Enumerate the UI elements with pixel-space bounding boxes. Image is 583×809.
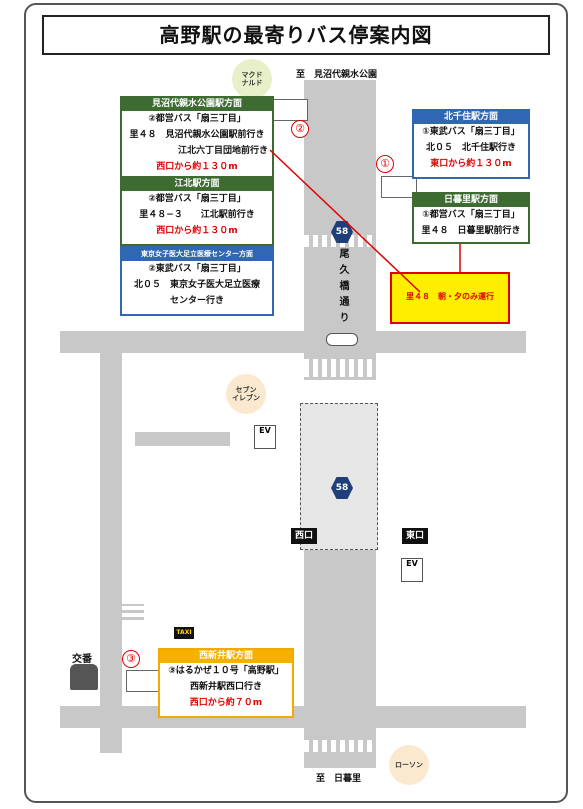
nishiarai-direction-panel: 西新井駅方面 ③はるかぜ１０号「高野駅」 西新井駅西口行き 西口から約７０m: [158, 648, 294, 718]
nippori-direction-panel: 日暮里駅方面 ①都営バス「扇三丁目」 里４８ 日暮里駅前行き: [412, 192, 530, 244]
panel-header: 北千住駅方面: [414, 111, 528, 124]
north-direction-label: 至 見沼代親水公園: [296, 70, 378, 80]
seven-eleven-landmark: セブン イレブン: [226, 374, 266, 414]
route-58-badge-station: 58: [331, 477, 353, 499]
panel-line: センター行き: [169, 296, 224, 306]
panel-line: 江北六丁目団地前行き: [177, 146, 268, 156]
panel-line: 里４８ 見沼代親水公園駅前行き: [129, 130, 265, 140]
traffic-light-icon: [326, 333, 358, 346]
station-block: [300, 403, 378, 550]
crosswalk-north: [304, 359, 376, 377]
elevator-east-label: EV: [406, 559, 418, 568]
panel-line: ①東武バス「扇三丁目」: [422, 127, 520, 137]
station-bridge: [135, 432, 230, 446]
panel-distance: 西口から約７０m: [189, 698, 263, 708]
panel-line: ②都営バス「扇三丁目」: [148, 114, 246, 124]
west-exit-label: 西口: [291, 528, 317, 544]
main-road-south: [304, 548, 376, 768]
elevator-east-icon: EV: [401, 558, 423, 582]
street-name-label: 尾久橋通り: [337, 248, 348, 328]
crosswalk-left: [122, 604, 144, 624]
panel-header: 日暮里駅方面: [414, 194, 528, 207]
east-exit-label: 東口: [402, 528, 428, 544]
kohoku-direction-panel: 江北駅方面 ②都営バス「扇三丁目」 里４８−３ 江北駅前行き 西口から約１３０m: [120, 176, 274, 246]
panel-line: 里４８ 日暮里駅前行き: [421, 226, 521, 236]
joshi-idai-direction-panel: 東京女子医大足立医療センター方面 ②東武バス「扇三丁目」 北０５ 東京女子医大足…: [120, 246, 274, 316]
lawson-landmark: ローソン: [389, 745, 429, 785]
panel-line: ②東武バス「扇三丁目」: [148, 264, 246, 274]
route-58-badge: 58: [331, 221, 353, 243]
police-box-label: 交番: [72, 654, 92, 665]
panel-header: 東京女子医大足立医療センター方面: [122, 248, 272, 261]
bus-stop-1-number: ①: [376, 155, 394, 173]
page-title: 高野駅の最寄りバス停案内図: [42, 15, 550, 55]
minumadai-direction-panel: 見沼代親水公園駅方面 ②都営バス「扇三丁目」 里４８ 見沼代親水公園駅前行き 江…: [120, 96, 274, 178]
panel-header: 西新井駅方面: [160, 650, 292, 663]
panel-line: 北０５ 北千住駅行き: [425, 143, 516, 153]
police-officer-icon: [70, 664, 98, 690]
kitasenju-direction-panel: 北千住駅方面 ①東武バス「扇三丁目」 北０５ 北千住駅行き 東口から約１３０m: [412, 109, 530, 179]
bus-stop-1-icon: [381, 176, 417, 198]
mcdonalds-landmark: マクド ナルド: [232, 59, 272, 99]
schedule-note: 里４８ 朝・夕のみ運行: [390, 272, 510, 324]
panel-line: ①都営バス「扇三丁目」: [422, 210, 520, 220]
crosswalk-south: [304, 740, 376, 752]
panel-line: ③はるかぜ１０号「高野駅」: [168, 666, 284, 676]
panel-distance: 西口から約１３０m: [156, 162, 238, 172]
panel-line: 里４８−３ 江北駅前行き: [139, 210, 255, 220]
south-direction-label: 至 日暮里: [316, 774, 362, 784]
panel-line: 北０５ 東京女子医大足立医療: [133, 280, 260, 290]
panel-distance: 東口から約１３０m: [430, 159, 512, 169]
elevator-west-label: EV: [259, 426, 271, 435]
bus-stop-2-number: ②: [291, 120, 309, 138]
left-road: [100, 353, 122, 753]
taxi-sign-icon: TAXI: [174, 627, 194, 639]
bus-stop-3-number: ③: [122, 650, 140, 668]
panel-header: 江北駅方面: [122, 178, 272, 191]
cross-road: [60, 331, 526, 353]
panel-line: ②都営バス「扇三丁目」: [148, 194, 246, 204]
panel-line: 西新井駅西口行き: [189, 682, 262, 692]
note-pointer-line: [269, 149, 421, 293]
elevator-west-icon: EV: [254, 425, 276, 449]
panel-header: 見沼代親水公園駅方面: [122, 98, 272, 111]
panel-distance: 西口から約１３０m: [156, 226, 238, 236]
